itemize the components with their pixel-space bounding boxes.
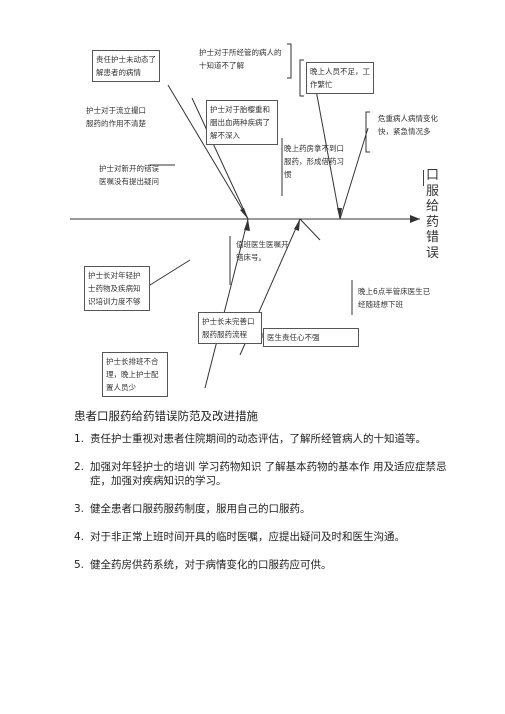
item-text: 责任护士重视对患者住院期间的动态评估，了解所经管病人的十知道等。 (90, 433, 426, 445)
list-item: 4. 对于非正常上班时间开具的临时医嘱，应提出疑问及时和医生沟通。 (74, 530, 454, 544)
item-number: 2. (74, 461, 85, 473)
cause-box-5: 护士对于胎樱重和胭出血两种疾病了解不深入 (206, 100, 278, 145)
bracket-c3 (299, 59, 304, 97)
item-number: 4. (74, 531, 85, 543)
cause-box-9: 值班医生医嘱开错床号。 (236, 240, 289, 262)
item-number: 5. (74, 559, 85, 571)
list-item: 2. 加强对年轻护士的培训 学习药物知识 了解基本药物的基本作 用及适应症禁忌症… (74, 460, 454, 488)
cause-box-1: 责任护士未动态了解患者的病情 (92, 50, 160, 82)
item-text: 对于非正常上班时间开具的临时医嘱，应提出疑问及时和医生沟通。 (90, 531, 405, 543)
cause-box-6: 危重病人病情变化快，紧急情况多 (378, 114, 438, 136)
cause-box-2: 护士对于所经管的病人的十知道不了解 (199, 48, 282, 70)
fishbone-head: 口服给药错误 (426, 168, 440, 261)
bone-lower-1 (204, 218, 249, 389)
cause-box-13: 医生责任心不强 (263, 328, 359, 347)
cause-box-14: 护士长排班不合理，晚上护士配置人员少 (102, 352, 168, 397)
section-title: 患者口服药给药错误防范及改进措施 (74, 409, 258, 423)
cause-box-11: 晚上6点半管床医生已经随班想下班 (358, 287, 431, 309)
list-item: 1. 责任护士重视对患者住院期间的动态评估，了解所经管病人的十知道等。 (74, 432, 454, 446)
cause-box-4: 护士对于流立撮口服药的作用不清楚 (86, 106, 146, 128)
cause-box-3: 晚上人员不足，工作繁忙 (306, 62, 374, 94)
head-bar (423, 170, 424, 186)
list-item: 5. 健全药房供药系统，对于病情变化的口服药应可供。 (74, 558, 454, 572)
bracket-c2 (287, 43, 292, 79)
arrow-head-4 (294, 219, 300, 231)
item-text: 健全药房供药系统，对于病情变化的口服药应可供。 (90, 559, 332, 571)
item-number: 1. (74, 433, 85, 445)
arrow-head-2 (337, 208, 342, 219)
cause-box-10: 护士长对年轻护士药物及疾病知识培训力度不够 (84, 266, 150, 311)
item-number: 3. (74, 503, 85, 515)
arrow-head-3 (244, 219, 250, 231)
bracket-c6 (365, 111, 370, 153)
bone-lower-3 (299, 218, 321, 241)
cause-box-8: 护士对新开的错误医嘱没有提出疑问 (99, 164, 159, 186)
item-text: 健全患者口服药服药制度，服用自己的口服药。 (90, 503, 311, 515)
item-text: 加强对年轻护士的培训 学习药物知识 了解基本药物的基本作 用及适应症禁忌症，加强… (90, 461, 447, 487)
measures-list: 1. 责任护士重视对患者住院期间的动态评估，了解所经管病人的十知道等。 2. 加… (74, 432, 454, 586)
bone-upper-2 (191, 97, 249, 220)
cause-box-12: 护士长未完善口服药服药流程 (198, 312, 262, 344)
bone-upper-3 (315, 89, 341, 220)
list-item: 3. 健全患者口服药服药制度，服用自己的口服药。 (74, 502, 454, 516)
cause-box-7: 晚上药房拿不到口服药，形成借药习惯 (284, 144, 344, 179)
arrow-head-5 (410, 215, 420, 223)
bone-upper-4 (339, 127, 369, 220)
fishbone-lines (70, 43, 420, 389)
arrow-head-1 (240, 208, 248, 219)
bone-upper-1 (167, 84, 249, 220)
